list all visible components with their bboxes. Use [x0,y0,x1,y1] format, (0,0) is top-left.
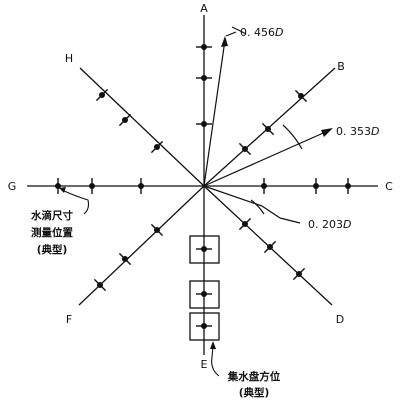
pan-note-line2: (典型) [239,386,270,399]
drop-size-arrowhead [59,187,66,193]
measurement-dot [154,227,160,233]
measurement-point [118,252,132,266]
measurement-point [150,140,164,154]
dimension-lines [203,26,331,224]
measurement-dot [99,92,105,98]
measurement-dot [242,146,248,152]
measurement-points [55,44,351,329]
axis-h [79,67,205,187]
measurement-dot [298,93,304,99]
pan-note-line1: 集水盘方位 [227,370,281,383]
measurement-point [93,278,107,292]
arc-0353 [282,124,303,150]
measurement-point [196,75,212,81]
measurement-point [238,217,252,231]
measurement-point [294,89,308,103]
measurement-point [196,246,212,252]
measurement-point [95,88,109,102]
drop-size-leader [61,189,90,215]
measurement-dot [242,221,248,227]
label-g: G [8,180,17,193]
measurement-dot [296,271,302,277]
arc-0203 [250,199,265,215]
dim-arrow-0353 [203,129,331,187]
measurement-point [263,240,277,254]
dim-label-0203: 0. 203D [308,218,351,231]
measurement-point [196,44,212,50]
measurement-dot [267,244,273,250]
measurement-point [196,291,212,297]
measurement-dot [201,323,207,329]
measurement-dot [122,256,128,262]
measurement-dot [97,282,103,288]
label-h: H [65,52,73,65]
measurement-dot [122,117,128,123]
measurement-point [238,142,252,156]
measurement-point [261,178,267,194]
direction-labels: A B C D E F G H [8,2,393,371]
measurement-dot [201,121,207,127]
measurement-point [55,178,61,194]
measurement-dot [201,291,207,297]
measurement-point [196,121,212,127]
measurement-point [313,178,319,194]
leader-0456 [225,31,237,37]
dim-arrow-0203 [203,185,263,207]
drop-size-note-line1: 水滴尺寸 [30,209,73,222]
arrowhead-0353 [321,128,333,137]
measurement-dot [201,75,207,81]
measurement-point [89,178,95,194]
measurement-point [118,113,132,127]
measurement-point [196,323,212,329]
label-a: A [200,2,208,15]
label-e: E [201,358,208,371]
label-f: F [66,313,72,326]
drop-size-note-line2: 测量位置 [31,226,73,239]
measurement-dot [313,183,319,189]
axis-f [78,185,205,306]
label-c: C [385,180,393,193]
leader-0203-a [261,205,281,219]
measurement-dot [55,183,61,189]
measurement-point [150,223,164,237]
drop-size-note-line3: (典型) [37,243,68,256]
label-b: B [337,60,345,73]
measurement-dot [345,183,351,189]
measurement-dot [89,183,95,189]
measurement-dot [201,246,207,252]
pan-arrowhead [210,341,216,349]
dim-label-0456: 0. 456D [240,26,283,39]
measurement-point [345,178,351,194]
measurement-point [292,267,306,281]
measurement-dot [265,126,271,132]
measurement-dot [201,44,207,50]
arrowhead-0456 [221,36,228,47]
label-d: D [336,313,344,326]
arc-0456 [231,26,247,35]
pan-note: 集水盘方位 (典型) [210,341,281,399]
measurement-dot [261,183,267,189]
measurement-dot [138,183,144,189]
arrowheads [221,36,333,137]
drop-size-note: 水滴尺寸 测量位置 (典型) [30,187,90,256]
leader-0203-b [279,217,301,224]
dim-label-0353: 0. 353D [336,125,379,138]
measurement-point [138,178,144,194]
dim-arrow-0456 [203,39,226,187]
pan-leader [211,345,220,377]
measurement-dot [154,144,160,150]
measurement-point [261,122,275,136]
